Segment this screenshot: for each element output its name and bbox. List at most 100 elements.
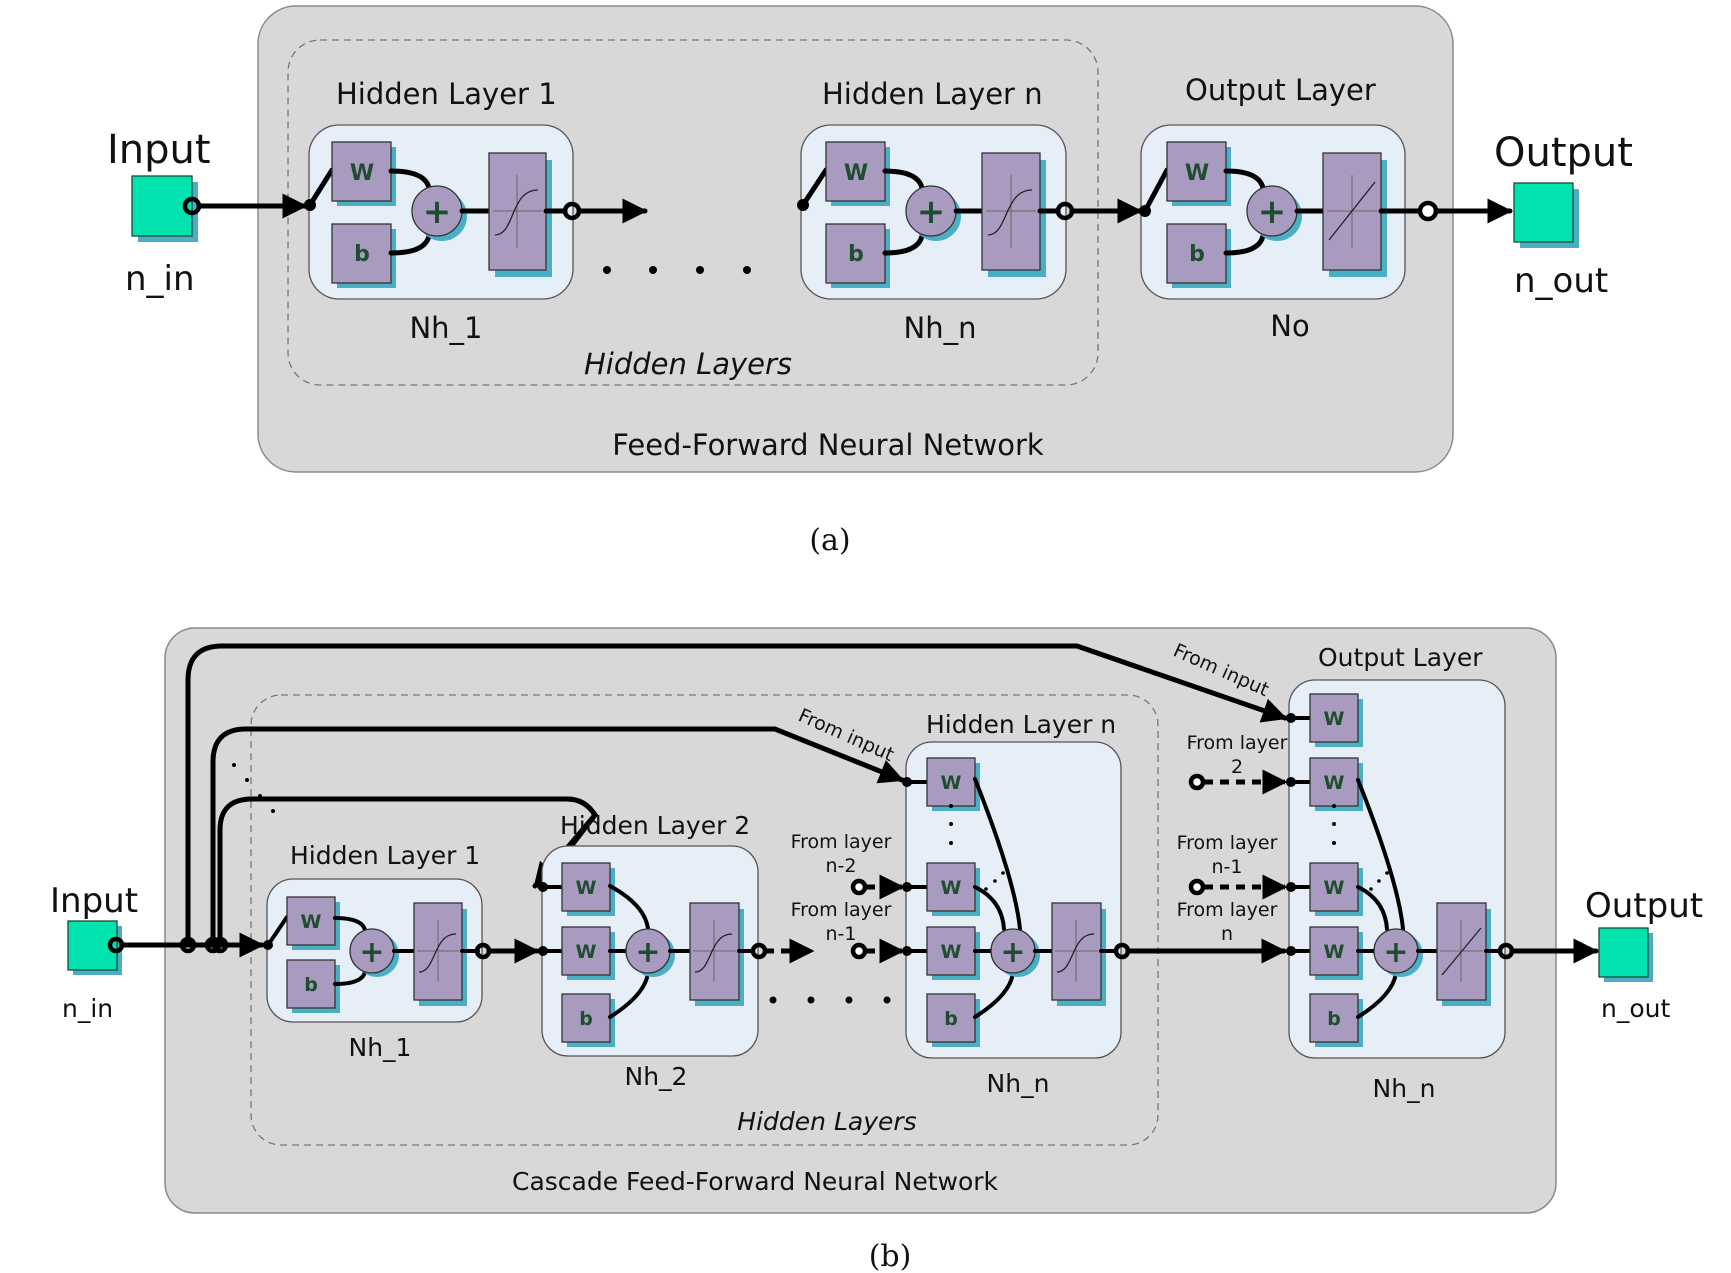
weight-label: W <box>941 941 962 963</box>
bias-sum-wire <box>882 233 925 256</box>
weight-block <box>561 926 611 976</box>
sum-icon: + <box>359 935 384 970</box>
panel-title: Cascade Feed-Forward Neural Network <box>512 1167 999 1196</box>
input-port-icon <box>1188 878 1206 896</box>
weight-block <box>926 757 976 807</box>
weight-label: W <box>576 941 597 963</box>
linear-icon <box>1440 920 1483 982</box>
bias-block <box>825 223 886 284</box>
ellipsis-icon <box>1332 804 1336 845</box>
weight-sum-wire <box>1223 168 1266 191</box>
weight-label: W <box>844 161 868 186</box>
skip-wire-to-layer-n <box>210 726 905 948</box>
ellipsis-icon <box>769 996 891 1004</box>
ellipsis-icon <box>984 871 1005 891</box>
figure-caption-a: (a) <box>809 523 850 558</box>
weight-label: W <box>1324 708 1345 730</box>
weight-label: W <box>576 877 597 899</box>
bias-block <box>331 223 392 284</box>
bias-label: b <box>1189 242 1205 267</box>
weight-label: W <box>941 877 962 899</box>
ellipsis-icon <box>603 266 751 274</box>
skip-wire-to-layer-2-head <box>532 796 599 889</box>
weight-block <box>1166 141 1227 202</box>
hidden-layer-1: Hidden Layer 1 W b + <box>304 77 648 345</box>
weight-block <box>1309 926 1359 976</box>
layer-size-label: Nh_2 <box>625 1062 688 1091</box>
skip-wire-to-output <box>185 643 1288 948</box>
layer-size-label: Nh_1 <box>409 311 482 345</box>
layer-size-label: No <box>1270 309 1309 343</box>
weight-sum-wire <box>1356 778 1405 931</box>
weight-sum-wire <box>608 884 650 931</box>
layer-title: Hidden Layer 1 <box>336 77 557 111</box>
output-label: Output <box>1585 886 1703 926</box>
weight-label: W <box>1324 772 1345 794</box>
output-square <box>1513 182 1574 243</box>
layer-title: Hidden Layer n <box>822 77 1043 111</box>
output-square <box>1598 927 1649 978</box>
weight-label: W <box>301 911 322 933</box>
weight-input-wire <box>800 167 829 208</box>
sigmoid-icon <box>693 920 736 982</box>
weight-sum-wire <box>1356 885 1389 931</box>
input-sublabel: n_in <box>62 994 113 1023</box>
weight-block <box>286 896 336 946</box>
bias-sum-wire <box>388 233 432 256</box>
from-layer-label: From layer <box>1187 732 1288 754</box>
layer-title: Hidden Layer 2 <box>560 811 750 840</box>
from-layer-index: n-1 <box>1212 856 1243 878</box>
weight-input-wire <box>266 915 289 947</box>
weight-input-wire <box>1142 167 1170 214</box>
weight-label: W <box>1324 941 1345 963</box>
layer-title: Hidden Layer 1 <box>290 841 480 870</box>
sum-icon: + <box>1000 935 1025 970</box>
sigmoid-icon <box>986 175 1036 248</box>
weight-sum-wire <box>882 168 925 191</box>
weight-sum-wire <box>333 916 367 932</box>
ellipsis-icon <box>949 804 953 845</box>
weight-block <box>331 141 392 202</box>
bias-block <box>286 959 336 1009</box>
input-label: Input <box>50 881 138 921</box>
output-layer: Output Layer W b + <box>1139 73 1513 343</box>
layer-n-inputs: From layer n-2 From layer n-1 <box>791 831 905 964</box>
weight-block <box>1309 693 1359 743</box>
weight-block <box>1309 862 1359 912</box>
output-layer-inputs: From layer 2 From layer n-1 From layer n <box>1177 732 1288 945</box>
from-layer-label: From layer <box>1177 899 1278 921</box>
panel-title: Feed-Forward Neural Network <box>612 428 1044 462</box>
layer-title: Output Layer <box>1318 643 1483 672</box>
figure-a: Input n_in Hidden Layer 1 W b + <box>107 5 1633 558</box>
weight-label: W <box>941 772 962 794</box>
bias-label: b <box>354 242 370 267</box>
sum-icon: + <box>1258 192 1287 232</box>
layer-title: Hidden Layer n <box>926 710 1116 739</box>
output-sublabel: n_out <box>1601 994 1670 1023</box>
bias-label: b <box>304 974 318 996</box>
input-sublabel: n_in <box>125 259 195 299</box>
bias-label: b <box>579 1008 593 1030</box>
sigmoid-icon <box>417 920 459 982</box>
weight-input-wire <box>307 167 335 208</box>
layer-size-label: Nh_n <box>904 311 977 345</box>
group-label: Hidden Layers <box>584 347 792 381</box>
from-layer-label: From layer <box>791 899 892 921</box>
from-layer-index: n-2 <box>826 855 857 877</box>
weight-label: W <box>350 161 374 186</box>
bias-block <box>1166 223 1227 284</box>
bias-sum-wire <box>973 971 1015 1019</box>
input-port-icon <box>850 878 868 896</box>
layer-size-label: Nh_n <box>987 1069 1050 1098</box>
input-square <box>131 175 193 237</box>
hidden-layers-group <box>250 694 1159 1146</box>
bias-sum-wire <box>608 971 650 1019</box>
linear-icon <box>1327 175 1377 248</box>
bias-block <box>561 993 611 1043</box>
bias-sum-wire <box>333 970 367 986</box>
input-port-icon <box>1188 773 1206 791</box>
sum-icon: + <box>423 192 452 232</box>
figure-b: Input n_in From input From input <box>50 627 1703 1273</box>
weight-sum-wire <box>388 168 432 191</box>
weight-label: W <box>1185 161 1209 186</box>
